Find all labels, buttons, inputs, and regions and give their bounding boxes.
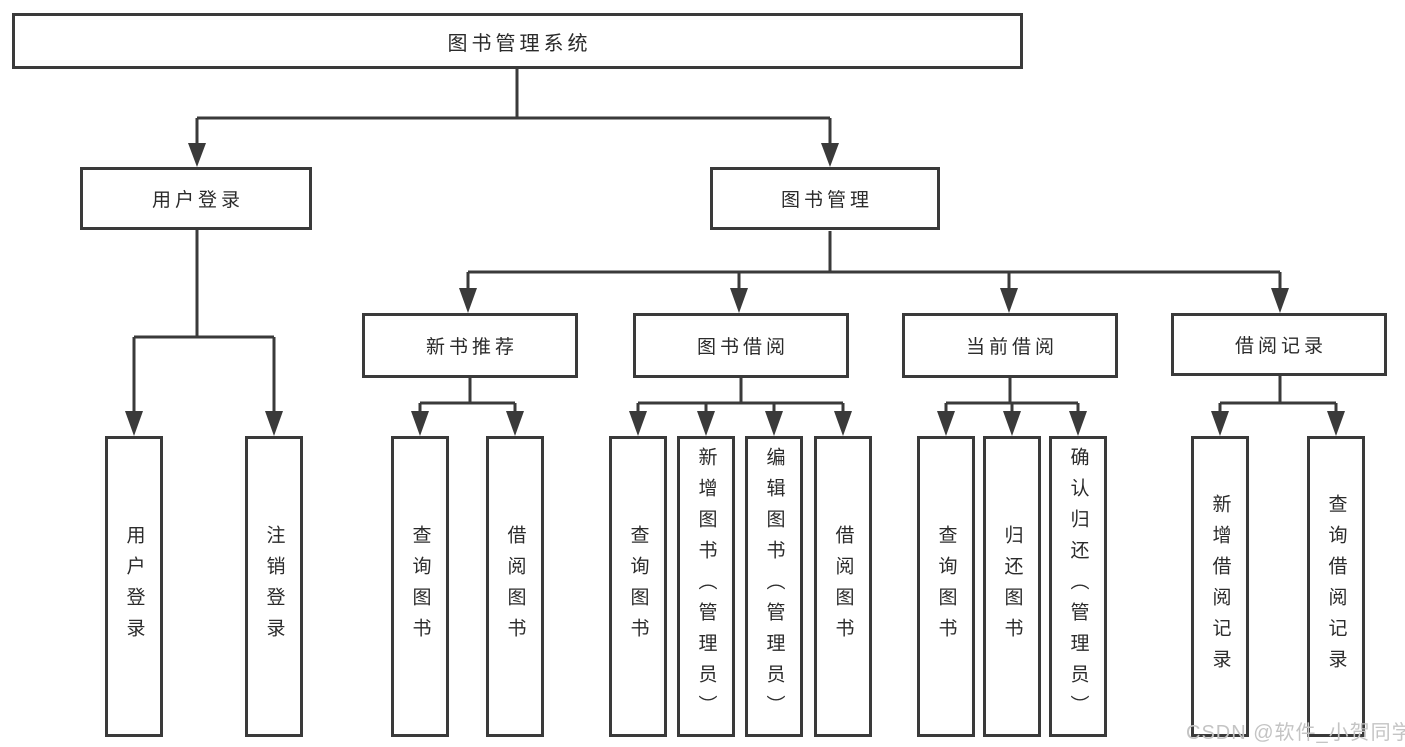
leaf-query-books-recommend: 查询图书	[391, 436, 449, 737]
connector-current-borrow-to-leaves	[937, 378, 1087, 436]
leaf-query-books-borrow: 查询图书	[609, 436, 667, 737]
node-label: 用户登录	[151, 190, 244, 211]
leaf-add-borrow-record: 新增借阅记录	[1191, 436, 1249, 737]
leaf-label: 查询图书	[627, 524, 649, 649]
leaf-label: 查询图书	[409, 524, 431, 649]
node-label: 借阅记录	[1234, 336, 1327, 357]
node-library-management-system: 图书管理系统	[12, 13, 1023, 69]
leaf-label: 借阅图书	[504, 524, 526, 649]
connector-book-management-to-level3	[459, 231, 1289, 313]
leaf-label: 归还图书	[1001, 524, 1023, 649]
leaf-add-book-admin: 新增图书（管理员）	[677, 436, 735, 737]
leaf-user-login: 用户登录	[105, 436, 163, 737]
leaf-borrow-books: 借阅图书	[814, 436, 872, 737]
node-borrow-records: 借阅记录	[1171, 313, 1387, 376]
leaf-return-books: 归还图书	[983, 436, 1041, 737]
leaf-label: 新增图书（管理员）	[695, 447, 717, 726]
node-label: 图书借阅	[696, 337, 789, 358]
leaf-logout: 注销登录	[245, 436, 303, 737]
node-label: 当前借阅	[965, 337, 1058, 358]
leaf-label: 注销登录	[263, 524, 285, 649]
node-label: 新书推荐	[425, 337, 518, 358]
leaf-query-books-current: 查询图书	[917, 436, 975, 737]
node-book-management: 图书管理	[710, 167, 940, 230]
leaf-query-borrow-record: 查询借阅记录	[1307, 436, 1365, 737]
leaf-confirm-return-admin: 确认归还（管理员）	[1049, 436, 1107, 737]
leaf-label: 查询图书	[935, 524, 957, 649]
leaf-label: 新增借阅记录	[1209, 493, 1231, 680]
connector-borrow-records-to-leaves	[1211, 376, 1345, 436]
leaf-label: 用户登录	[123, 524, 145, 649]
leaf-label: 编辑图书（管理员）	[763, 447, 785, 726]
node-current-borrow: 当前借阅	[902, 313, 1118, 378]
connector-book-borrow-to-leaves	[629, 378, 852, 436]
connector-new-book-recommend-to-leaves	[411, 378, 524, 436]
leaf-label: 确认归还（管理员）	[1067, 447, 1089, 726]
leaf-label: 查询借阅记录	[1325, 493, 1347, 680]
connector-root-to-level2	[188, 69, 839, 167]
node-label: 图书管理系统	[447, 32, 592, 55]
node-user-login: 用户登录	[80, 167, 312, 230]
leaf-borrow-books-recommend: 借阅图书	[486, 436, 544, 737]
node-new-book-recommend: 新书推荐	[362, 313, 578, 378]
connector-user-login-to-leaves	[125, 230, 283, 436]
leaf-edit-book-admin: 编辑图书（管理员）	[745, 436, 803, 737]
leaf-label: 借阅图书	[832, 524, 854, 649]
node-label: 图书管理	[780, 190, 873, 211]
node-book-borrow: 图书借阅	[633, 313, 849, 378]
csdn-watermark: CSDN @软件_小贺同学	[1186, 722, 1405, 744]
